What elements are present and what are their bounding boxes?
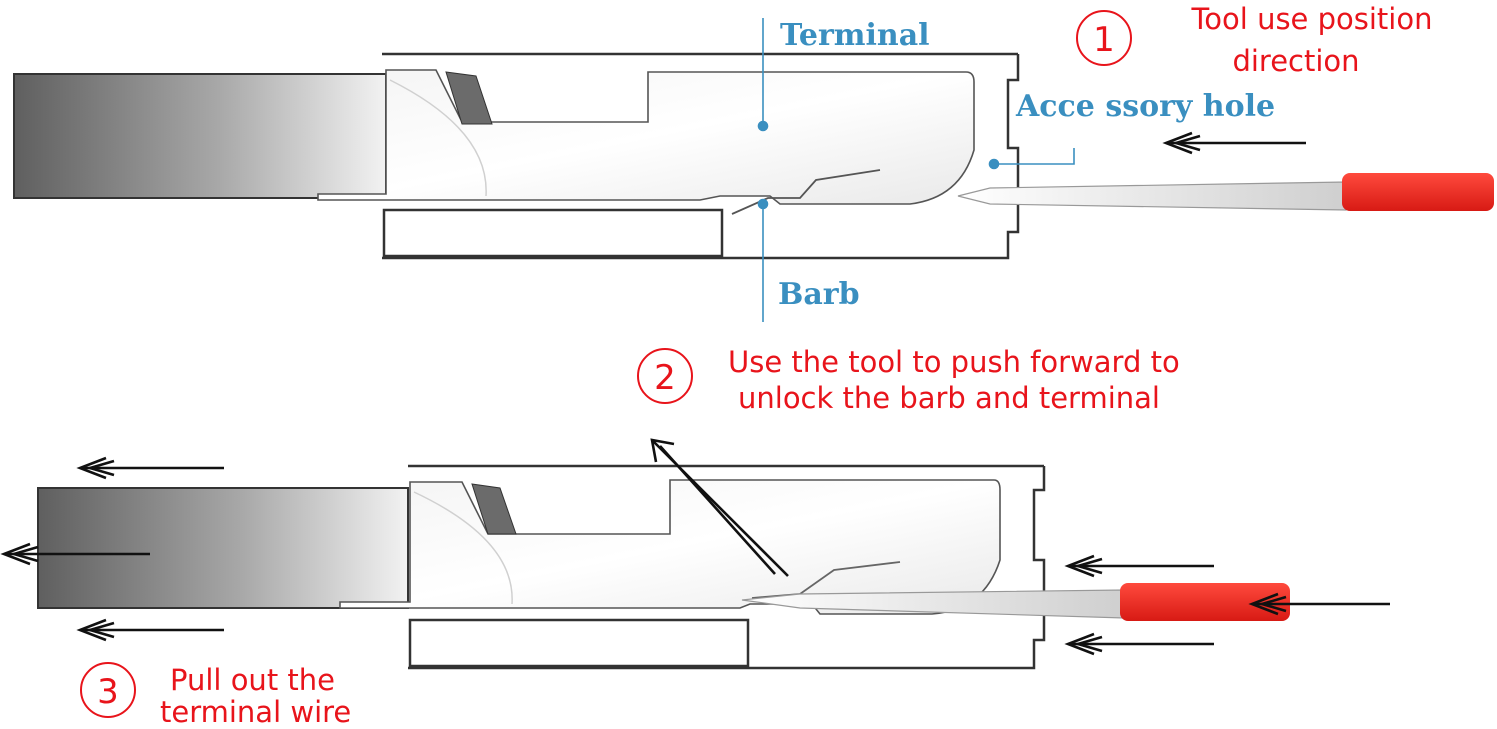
tool-top — [957, 173, 1494, 211]
left-arrow-icon — [1064, 632, 1214, 656]
step-2-line-1: Use the tool to push forward to — [728, 345, 1180, 379]
left-arrow-icon — [0, 542, 150, 566]
barb-label: Barb — [778, 277, 860, 312]
left-arrow-icon — [76, 456, 224, 480]
tool-bottom — [741, 583, 1290, 621]
step-3-number: 3 — [97, 672, 119, 712]
wire-top — [13, 73, 387, 199]
left-arrow-icon — [1248, 592, 1390, 616]
left-arrow-icon — [76, 618, 224, 642]
step-2-number: 2 — [654, 358, 676, 398]
step-1: 1 Tool use position direction — [1076, 2, 1433, 78]
step-1-line-2: direction — [1232, 44, 1359, 78]
crimp-bottom — [471, 483, 517, 535]
lever-arrow-icon — [650, 438, 789, 577]
terminal-top — [317, 69, 975, 205]
step-2: 2 Use the tool to push forward to unlock… — [637, 345, 1180, 415]
terminal-label: Terminal — [780, 18, 930, 53]
housing-top — [382, 52, 1020, 260]
wire-bottom — [37, 487, 409, 609]
step-2-line-2: unlock the barb and terminal — [738, 381, 1160, 415]
step-3-line-1: Pull out the — [170, 663, 335, 697]
left-arrow-icon — [1064, 554, 1214, 578]
step-3-line-2: terminal wire — [160, 695, 351, 729]
housing-bottom — [408, 464, 1046, 670]
crimp-top — [445, 71, 493, 125]
step-1-number: 1 — [1093, 20, 1115, 60]
barb-top — [731, 169, 881, 215]
left-arrow-icon — [1162, 131, 1306, 155]
step-3: 3 Pull out the terminal wire — [80, 662, 351, 729]
accessory-hole-label: Acce ssory hole — [1015, 89, 1275, 124]
step-1-line-1: Tool use position — [1191, 2, 1433, 36]
top-assembly: Terminal Barb Acce ssory hole — [13, 18, 1494, 322]
bottom-assembly — [0, 438, 1390, 670]
